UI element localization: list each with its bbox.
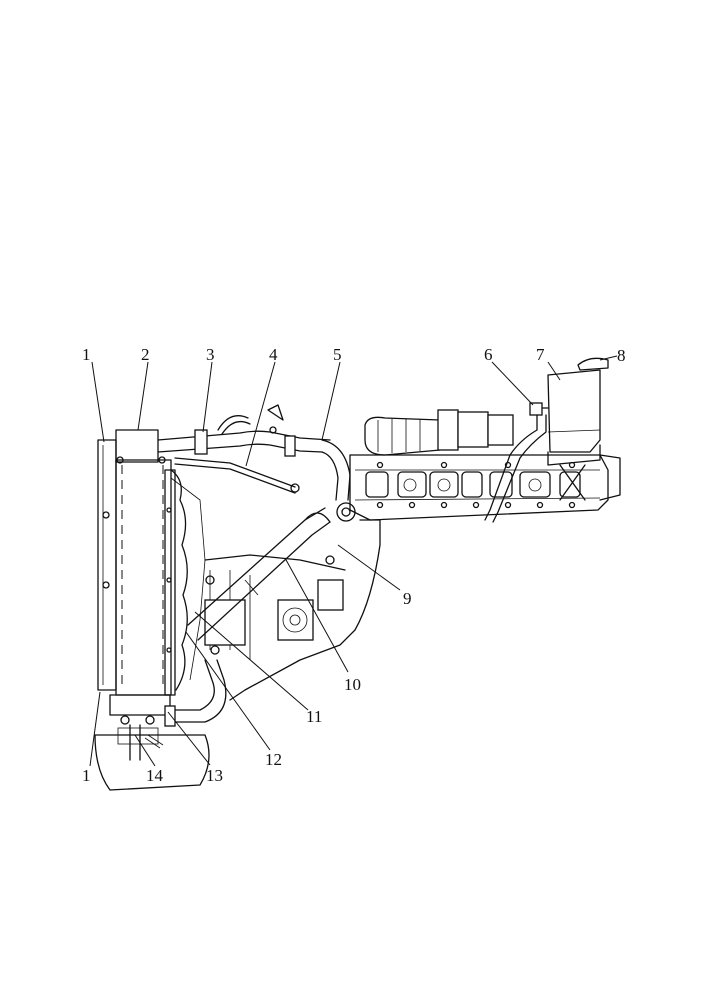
callout-leaders — [89, 355, 618, 767]
callout-12: 12 — [265, 750, 282, 769]
callout-7: 7 — [536, 345, 545, 364]
callout-3: 3 — [206, 345, 215, 364]
upper-hose-assembly — [157, 404, 356, 522]
radiator-assembly — [94, 429, 210, 791]
callout-5: 5 — [333, 345, 342, 364]
callout-4: 4 — [269, 345, 278, 364]
callout-10: 10 — [344, 675, 361, 694]
engine-block — [164, 409, 609, 727]
callout-11: 11 — [306, 707, 322, 726]
callout-13: 13 — [206, 766, 223, 785]
callout-2: 2 — [141, 345, 150, 364]
callout-6: 6 — [484, 345, 493, 364]
expansion-tank — [484, 357, 621, 523]
callout-9: 9 — [403, 589, 412, 608]
callout-1-bottom: 1 — [82, 766, 91, 785]
callout-1-top: 1 — [82, 345, 91, 364]
callout-labels: 1 2 3 4 5 6 7 8 9 10 11 12 13 14 1 — [82, 345, 626, 785]
callout-8: 8 — [617, 346, 626, 365]
callout-14: 14 — [146, 766, 164, 785]
